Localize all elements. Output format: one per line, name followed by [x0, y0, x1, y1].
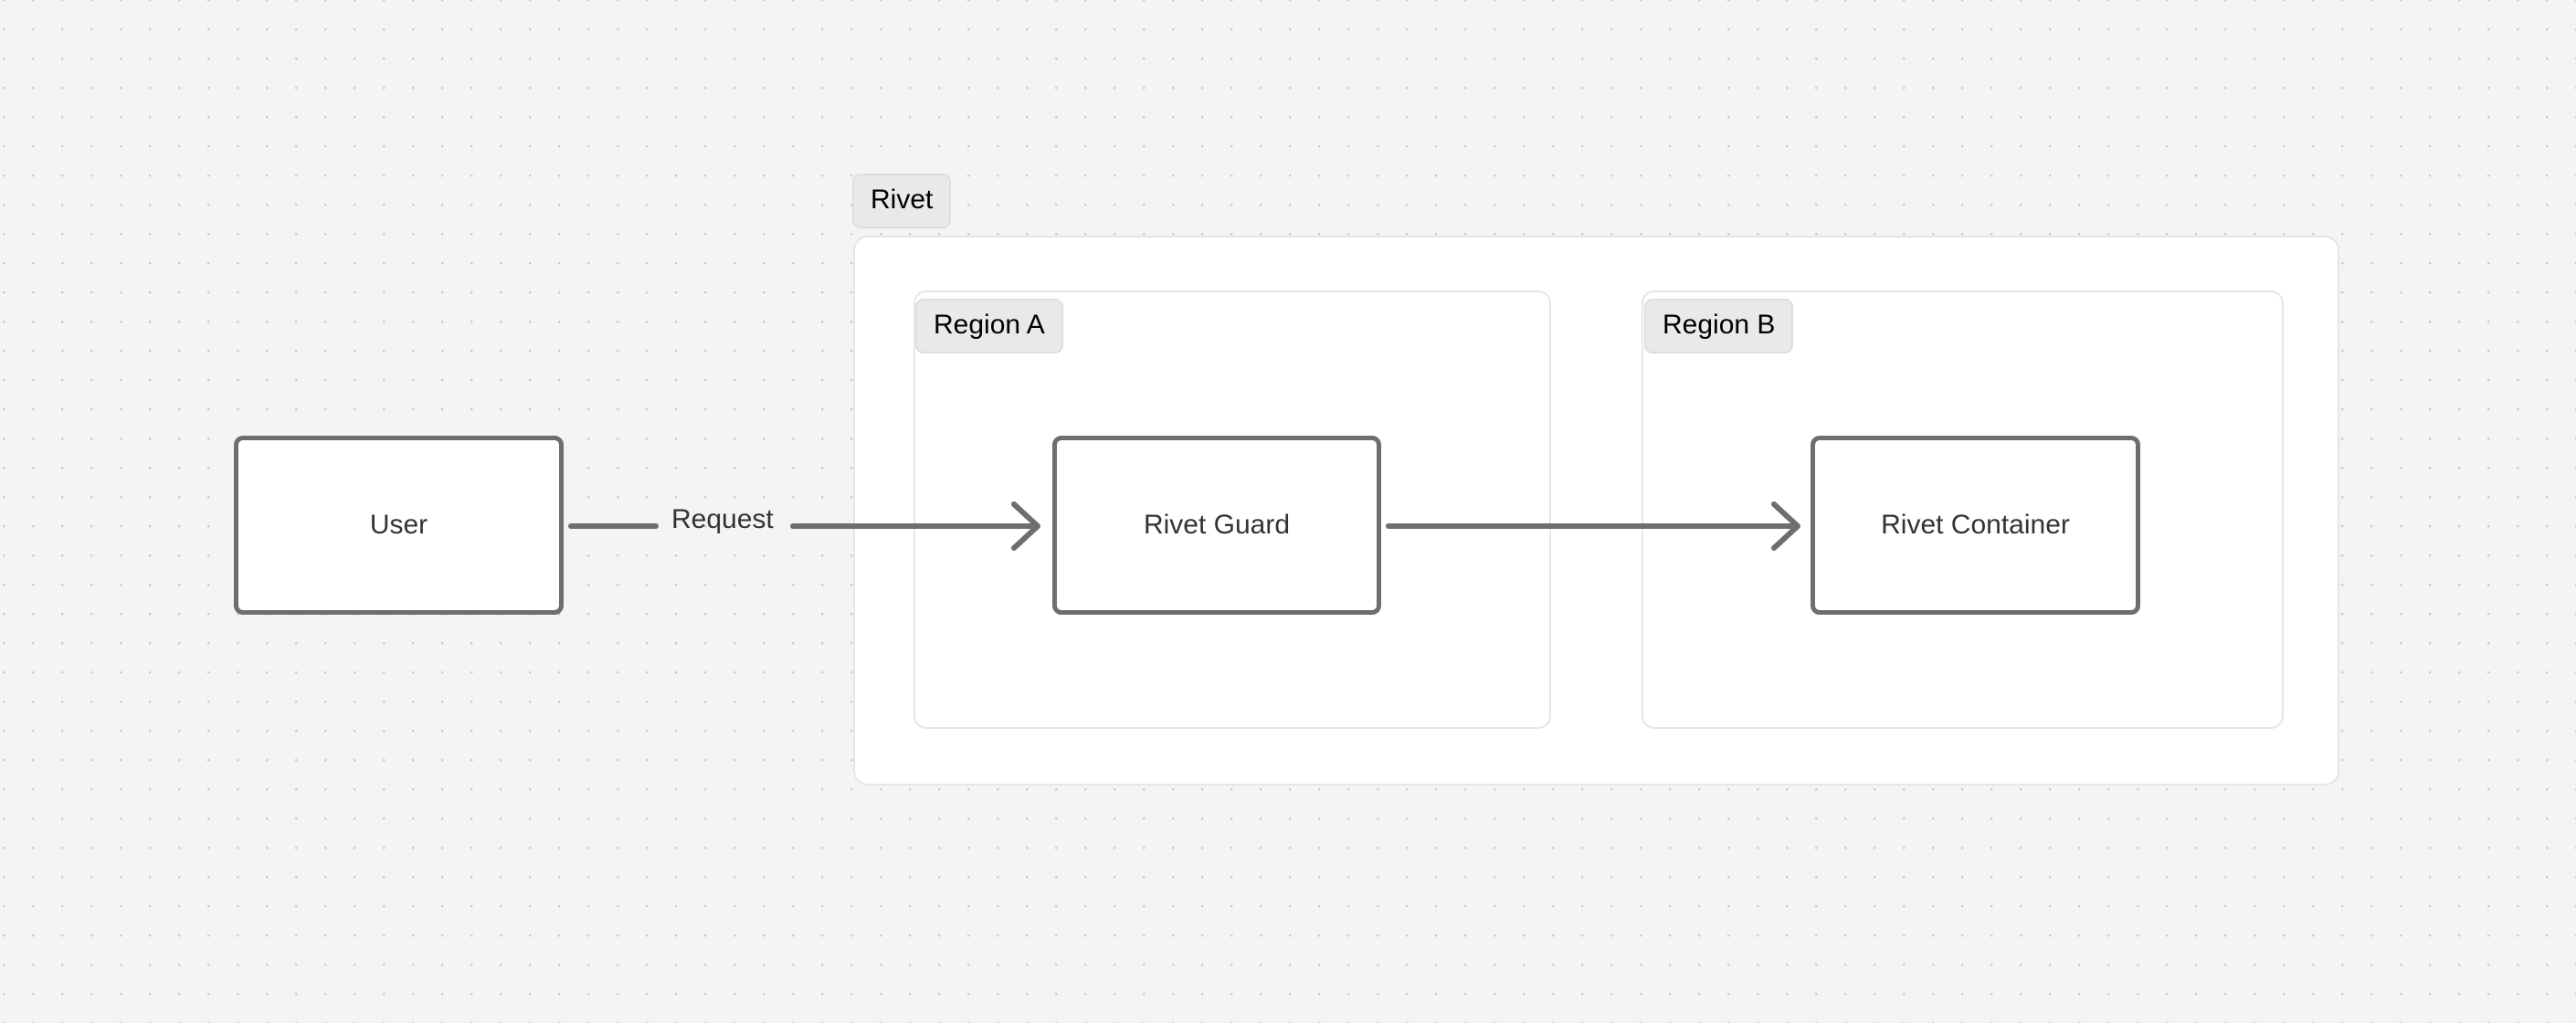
node-user[interactable]: User — [234, 436, 564, 615]
node-user-label: User — [369, 510, 428, 540]
cluster-label-rivet[interactable]: Rivet — [852, 174, 952, 228]
node-rivet-guard-label: Rivet Guard — [1143, 510, 1291, 540]
cluster-label-region-b[interactable]: Region B — [1644, 299, 1794, 353]
node-rivet-container-label: Rivet Container — [1881, 510, 2070, 540]
node-rivet-guard[interactable]: Rivet Guard — [1052, 436, 1381, 615]
node-rivet-container[interactable]: Rivet Container — [1811, 436, 2140, 615]
cluster-label-region-a[interactable]: Region A — [915, 299, 1063, 353]
edge-label-request: Request — [671, 504, 774, 534]
